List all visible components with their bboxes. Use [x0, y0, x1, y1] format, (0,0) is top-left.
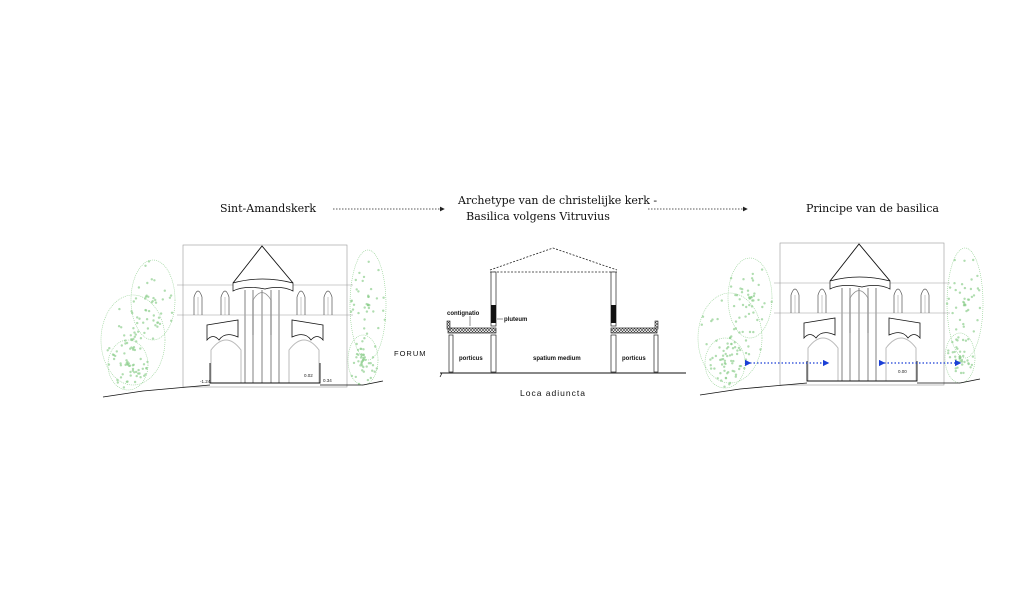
basilica-principle-section: [698, 243, 983, 395]
label-contignatio: contignatio: [447, 311, 480, 317]
label-pluteum: pluteum: [504, 317, 527, 323]
level-mark: 0.00: [898, 369, 907, 374]
label-loca-adiuncta: Loca adiuncta: [520, 388, 586, 398]
sint-amandskerk-section: [101, 245, 386, 397]
vitruvius-basilica-section: contignatio pluteum porticus spatium med…: [394, 248, 686, 398]
level-mark: 0.34: [323, 378, 332, 383]
level-mark: 0.02: [304, 373, 313, 378]
label-porticus-left: porticus: [459, 356, 483, 362]
level-mark: -1.24: [200, 379, 211, 384]
label-forum: FORUM: [394, 349, 427, 358]
label-porticus-right: porticus: [622, 356, 646, 362]
label-spatium-medium: spatium medium: [533, 356, 581, 362]
